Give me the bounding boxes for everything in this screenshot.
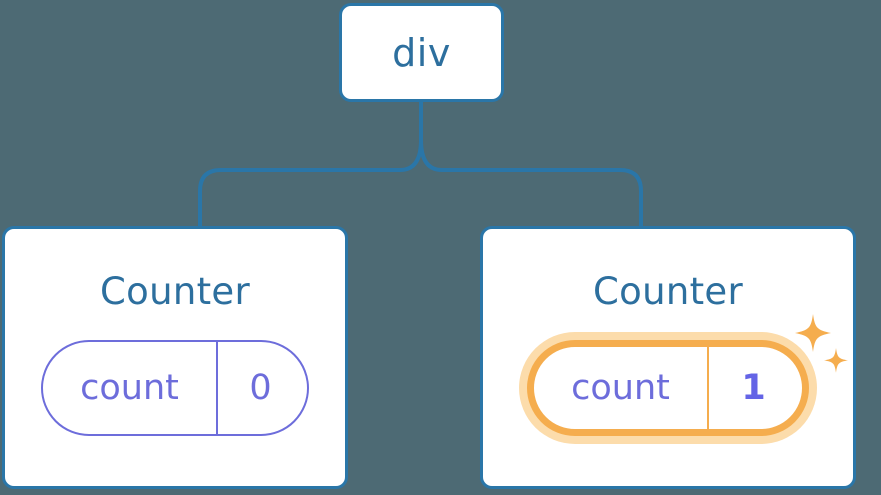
state-key-left: count	[43, 342, 218, 434]
state-value-right: 1	[741, 367, 766, 408]
node-div[interactable]: div	[339, 3, 504, 102]
connector-branch-right	[419, 139, 643, 226]
node-counter-right-title: Counter	[593, 270, 743, 313]
connector-branch-left	[198, 139, 423, 226]
node-counter-right[interactable]: Counter count 1	[480, 226, 856, 489]
node-div-label: div	[392, 30, 451, 75]
state-pill-wrap-right: count 1	[527, 314, 848, 436]
state-value-left: 0	[249, 367, 272, 408]
state-pill-right[interactable]: count 1	[527, 340, 809, 436]
node-counter-left-title: Counter	[100, 270, 250, 313]
sparkle-small-icon	[824, 348, 848, 373]
state-key-right: count	[534, 347, 709, 429]
node-counter-left[interactable]: Counter count 0	[2, 226, 348, 489]
state-pill-left[interactable]: count 0	[41, 340, 309, 436]
state-pill-wrap-left: count 0	[41, 340, 309, 436]
